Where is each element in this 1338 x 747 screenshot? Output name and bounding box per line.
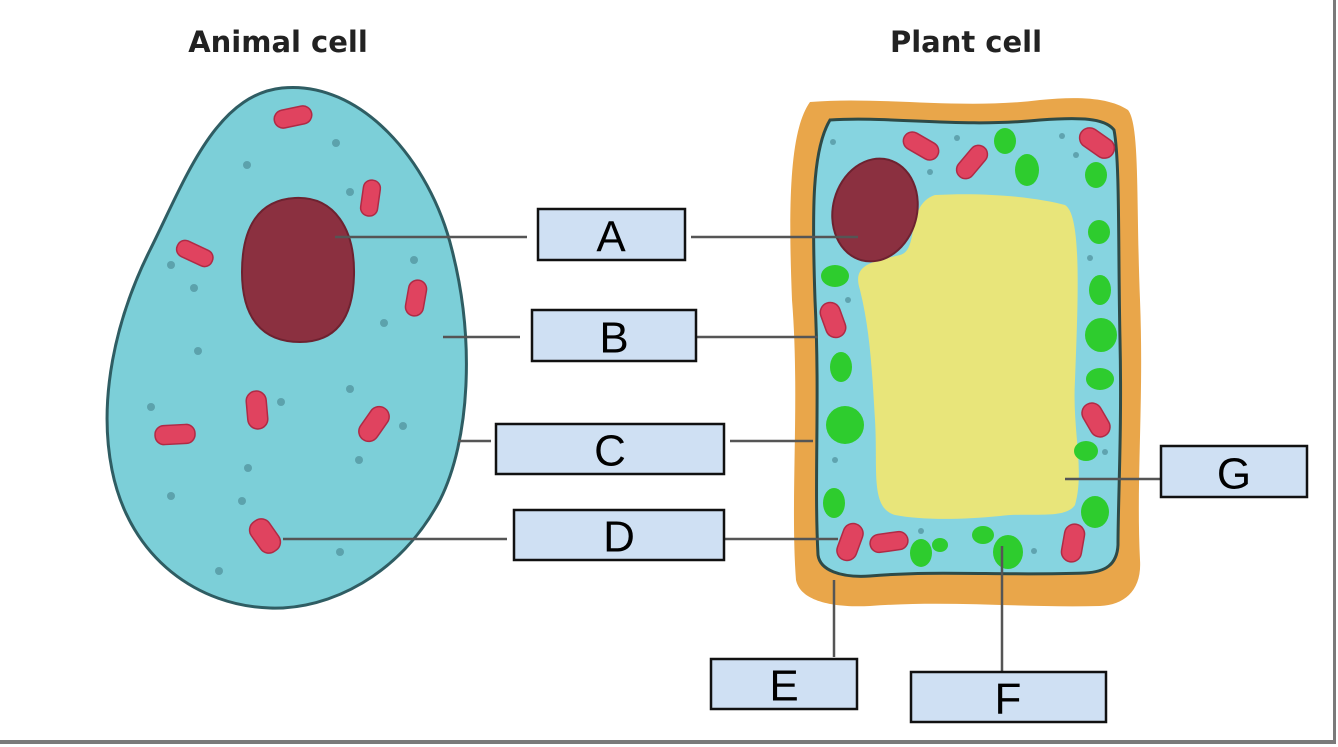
plant-mitochondrion	[819, 301, 847, 339]
plant-mitochondrion	[902, 131, 940, 161]
plant-mitochondrion	[1060, 523, 1086, 563]
plant-mitochondrion	[955, 144, 989, 180]
animal-mitochondrion	[273, 105, 313, 129]
label-g-text: G	[1217, 450, 1251, 499]
animal-mitochondrion	[404, 279, 428, 317]
animal-mitochondrion	[154, 423, 196, 446]
animal-nucleus	[240, 196, 356, 344]
animal-mitochondrion	[245, 390, 269, 430]
label-c-text: C	[594, 427, 626, 476]
animal-mitochondrion	[248, 518, 282, 554]
animal-mitochondrion	[359, 179, 382, 217]
plant-cell-title: Plant cell	[890, 25, 1042, 59]
label-box-d[interactable]: D	[512, 508, 726, 562]
plant-mitochondrion	[869, 530, 909, 554]
plant-mitochondrion	[836, 522, 864, 562]
plant-cell	[790, 98, 1142, 607]
label-box-c[interactable]: C	[494, 422, 726, 476]
label-d-text: D	[603, 513, 635, 562]
animal-cell	[105, 85, 468, 610]
leader-lines	[283, 235, 1161, 671]
plant-mitochondrion	[1081, 402, 1111, 438]
plant-vacuole	[858, 194, 1079, 519]
label-a-text: A	[596, 213, 626, 262]
plant-chloroplasts	[821, 128, 1117, 569]
animal-cell-membrane	[105, 85, 468, 610]
label-box-e[interactable]: E	[709, 657, 859, 711]
label-b-text: B	[599, 314, 628, 363]
animal-mitochondrion	[175, 239, 214, 268]
plant-nucleus	[831, 157, 919, 263]
label-box-b[interactable]: B	[530, 308, 698, 363]
label-box-a[interactable]: A	[536, 207, 687, 262]
plant-granules	[830, 133, 1108, 554]
label-box-f[interactable]: F	[909, 670, 1108, 724]
label-box-g[interactable]: G	[1159, 444, 1309, 499]
label-e-text: E	[769, 662, 798, 711]
plant-mitochondrion	[1078, 127, 1116, 159]
animal-mitochondrion	[358, 405, 390, 443]
animal-granules	[147, 139, 418, 575]
label-f-text: F	[995, 675, 1022, 724]
animal-cell-title: Animal cell	[188, 25, 368, 59]
